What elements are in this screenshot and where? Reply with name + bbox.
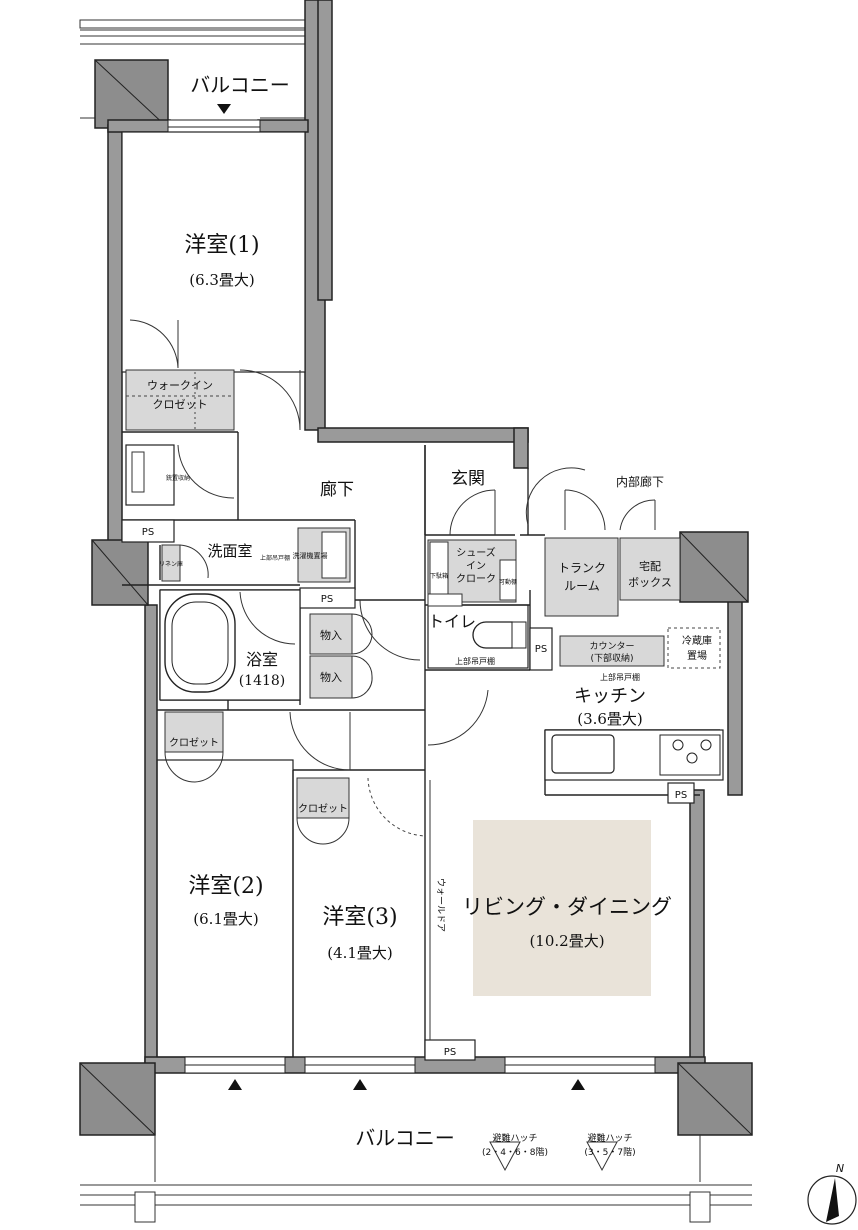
washroom-label: 洗面室 [207, 542, 252, 560]
shoe-small-1: 下駄箱 [430, 572, 448, 580]
fridge-space [667, 627, 721, 669]
walkin-label-1: ウォークイン [147, 379, 213, 392]
room1 [121, 131, 306, 373]
living-floor [473, 820, 651, 996]
room2 [156, 759, 294, 1058]
corridor-label: 廊下 [320, 480, 354, 500]
shoes-label-2: イン [466, 561, 486, 572]
bath-size: (1418) [239, 673, 286, 689]
closet3-label: クロゼット [298, 803, 348, 815]
closet-room3 [296, 777, 350, 819]
room3-size: (4.1畳大) [327, 944, 393, 962]
room1-name: 洋室(1) [184, 233, 259, 258]
bottom-windows [184, 1056, 656, 1090]
closet-room2 [164, 711, 224, 753]
toilet-label: トイレ [428, 612, 476, 631]
hatch2-label-2: (3・5・7階) [584, 1147, 635, 1158]
shoes-label-3: クローク [456, 573, 496, 585]
living-size: (10.2畳大) [529, 932, 604, 950]
room3-name: 洋室(3) [322, 905, 397, 930]
walkin-label-2: クロゼット [153, 398, 208, 411]
delivery-box [619, 537, 681, 601]
hatch2-label-1: 避難ハッチ [587, 1132, 632, 1144]
gun-storage [125, 444, 175, 506]
entrance-label: 玄関 [451, 469, 485, 489]
gun-storage-label: 銃置収納 [166, 474, 190, 482]
linen-label: リネン庫 [159, 560, 183, 568]
trunk-label-1: トランク [558, 561, 606, 575]
room2-name: 洋室(2) [188, 874, 263, 899]
kitchen-size: (3.6畳大) [577, 710, 643, 728]
trunk-label-2: ルーム [564, 579, 600, 593]
counter-label-2: (下部収納) [590, 652, 633, 664]
toilet [427, 604, 529, 669]
walkin-closet [125, 369, 235, 431]
linen-storage [161, 544, 181, 582]
shoe-small-2: 可動棚 [499, 578, 517, 586]
upper-cabinet-kitchen: 上部吊戸棚 [600, 672, 640, 682]
stove-icon [672, 739, 712, 764]
storage-1-label: 物入 [320, 628, 342, 642]
north-arrow-icon [807, 1175, 857, 1225]
upper-cabinet-wash: 上部吊戸棚 [260, 554, 290, 562]
storage-2-label: 物入 [320, 670, 342, 684]
fridge-label-2: 置場 [687, 649, 707, 662]
trunk-room [544, 537, 619, 617]
delivery-label-2: ボックス [628, 576, 672, 589]
room2-size: (6.1畳大) [193, 910, 259, 928]
balcony-bottom-label: バルコニー [355, 1126, 455, 1150]
living-name: リビング・ダイニング [462, 895, 672, 919]
ps-label-1: PS [142, 527, 154, 538]
kitchen-name: キッチン [574, 686, 646, 707]
storage-1 [309, 613, 353, 655]
room1-size: (6.3畳大) [189, 271, 255, 289]
balcony-top-label: バルコニー [190, 73, 290, 97]
ps-label-3: PS [535, 644, 547, 655]
shoes-label-1: シューズ [456, 546, 496, 559]
delivery-label-1: 宅配 [639, 559, 661, 573]
kitchen-counter [559, 635, 665, 667]
bottom-balcony [80, 1135, 752, 1223]
upper-cabinet-toilet: 上部吊戸棚 [455, 656, 495, 666]
counter-label-1: カウンター [589, 641, 634, 652]
hatch1-label-2: (2・4・6・8階) [482, 1147, 548, 1158]
hatch1-label-1: 避難ハッチ [492, 1132, 537, 1144]
wall-door-label: ウォールドア [435, 878, 446, 932]
fridge-label-1: 冷蔵庫 [682, 634, 712, 647]
washer-label: 洗濯機置場 [293, 551, 328, 560]
inner-corridor-label: 内部廊下 [616, 474, 664, 489]
ps-label-5: PS [444, 1047, 456, 1058]
top-window [167, 104, 261, 135]
bath-name: 浴室 [246, 650, 278, 669]
closet2-label: クロゼット [169, 737, 219, 749]
storage-2 [309, 655, 353, 699]
ps-label-4: PS [675, 790, 687, 801]
ps-label-2: PS [321, 594, 333, 605]
north-label: N [836, 1162, 844, 1175]
